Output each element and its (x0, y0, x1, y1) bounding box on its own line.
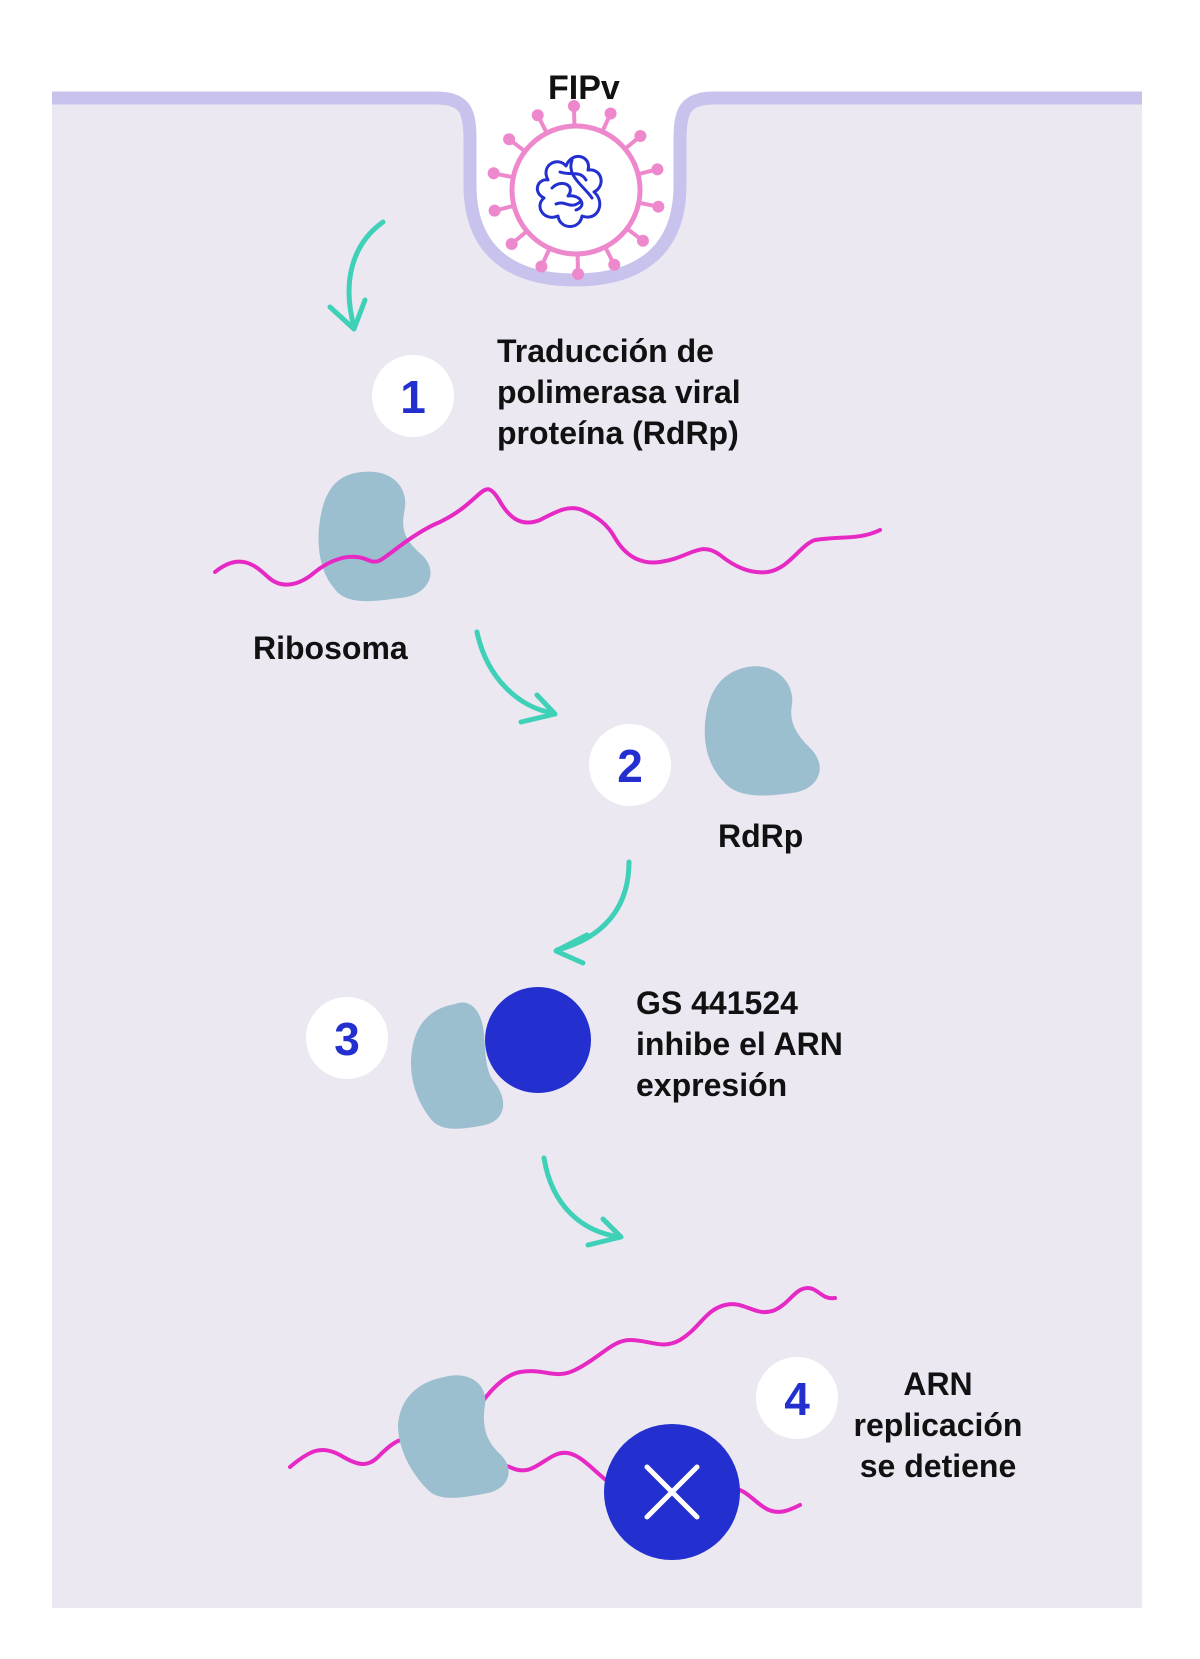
close-icon (644, 1464, 700, 1520)
virus-spike-tip (651, 163, 664, 176)
virus-spikes (487, 100, 665, 280)
step-3-line-1: GS 441524 (636, 985, 798, 1021)
virus-spike-tip (503, 133, 516, 146)
step-3-line-3: expresión (636, 1067, 788, 1103)
cell-cytoplasm (52, 98, 1142, 1608)
step-4-line-1: ARN (903, 1366, 973, 1402)
virus-spike-tip (636, 234, 649, 247)
viral-rna-coil (535, 155, 603, 228)
arrow-to-step-4 (541, 1155, 624, 1248)
virus-spike-tip (604, 107, 617, 120)
virus-spike-tip (487, 167, 500, 180)
ribosome-label: Ribosoma (253, 630, 408, 666)
virus-spike-tip (535, 260, 548, 273)
step-1-description: Traducción de polimerasa viral proteína … (497, 331, 741, 454)
arrow-to-step-2 (474, 629, 558, 725)
virus-envelope (509, 123, 643, 257)
step-number-3: 3 (334, 1013, 360, 1065)
virus-label: FIPv (548, 69, 620, 107)
gs441524-molecule (485, 987, 591, 1093)
virus-spike-tip (634, 130, 647, 143)
mrna-strand (213, 487, 882, 587)
cell-membrane (52, 91, 1142, 287)
step-3-description: GS 441524 inhibe el ARN expresión (636, 983, 843, 1106)
step-badge-1: 1 (372, 355, 454, 437)
ribosome-shape (318, 471, 431, 602)
flow-arrows (327, 219, 632, 1248)
step-3-line-2: inhibe el ARN (636, 1026, 843, 1062)
step-number-1: 1 (400, 371, 426, 423)
arrow-to-step-3 (553, 859, 632, 966)
virus-spike-tip (505, 237, 518, 250)
step-4-description: ARN replicación se detiene (838, 1364, 1038, 1487)
step-4-line-3: se detiene (859, 1448, 1017, 1484)
virus-spike-tip (572, 267, 585, 280)
rdrp-bound-shape (410, 1002, 504, 1129)
step-badge-2: 2 (589, 724, 671, 806)
step-1-line-3: proteína (RdRp) (497, 415, 739, 451)
virus-spike-tip (652, 200, 665, 213)
step-4-line-2: replicación (853, 1407, 1023, 1443)
step-badge-3: 3 (306, 997, 388, 1079)
virus-spike-tip (608, 258, 621, 271)
step-1-line-2: polimerasa viral (497, 374, 741, 410)
stop-icon (604, 1424, 740, 1560)
rdrp-protein (704, 666, 820, 796)
virus-icon (487, 100, 665, 280)
step-number-4: 4 (784, 1373, 810, 1425)
step-number-2: 2 (617, 740, 643, 792)
rdrp-label: RdRp (718, 818, 804, 854)
virus-spike-tip (531, 109, 544, 122)
arrow-to-step-1 (327, 219, 386, 332)
virus-spike-tip (488, 204, 501, 217)
step-badge-4: 4 (756, 1357, 838, 1439)
ribosome-bound-shape (398, 1375, 509, 1498)
virus-spike-tip (567, 100, 580, 113)
step-1-line-1: Traducción de (497, 333, 714, 369)
rna-strand-upper (478, 1285, 837, 1407)
